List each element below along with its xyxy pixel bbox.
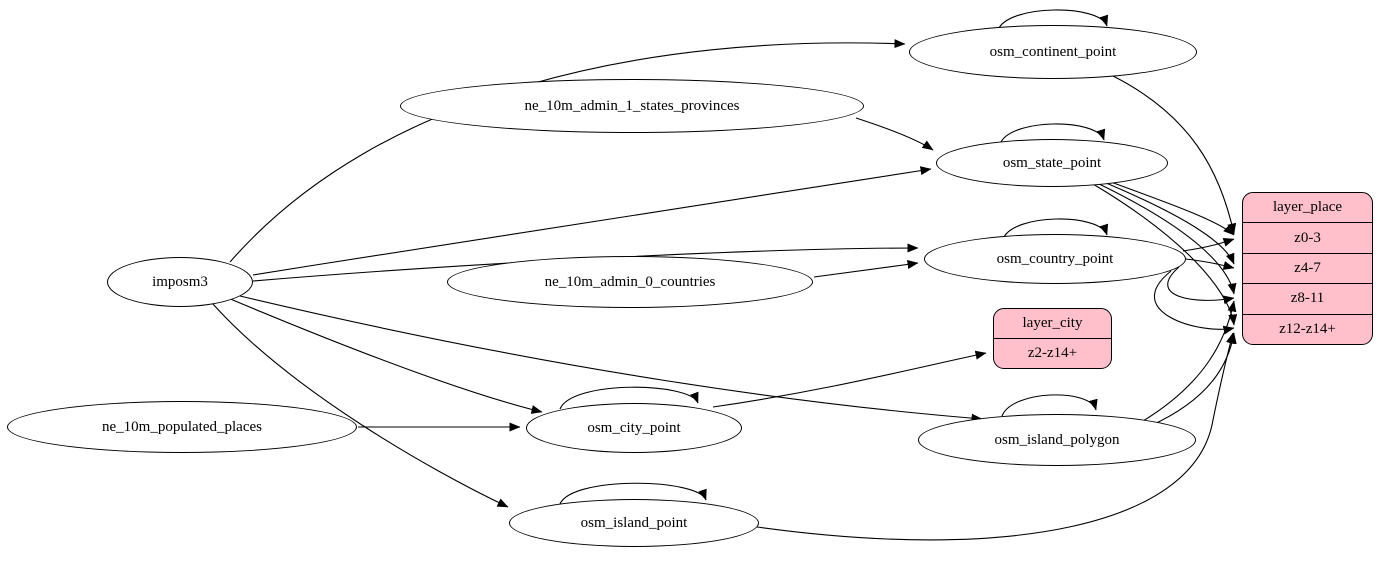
record-row-z0-3: z0-3 [1243,222,1372,252]
node-osm_country_point: osm_country_point [924,234,1186,284]
record-layer_city: layer_city z2-z14+ [993,308,1112,369]
edge-imposm3-osm_continent_point [229,39,906,263]
edge-imposm3-osm_state_point [252,166,932,276]
edge-osm_island_polygon-layer_place-z8-11 [1142,300,1237,422]
node-ne_10m_populated_places: ne_10m_populated_places [7,401,357,453]
edge-osm_state_point-layer_place-z0-3 [1096,176,1235,236]
record-title-layer_place: layer_place [1272,199,1343,216]
edge-ne_10m_admin_1_states_provinces-osm_state_point [855,117,934,151]
node-ne_10m_admin_0_countries: ne_10m_admin_0_countries [447,256,813,308]
record-row-z8-11: z8-11 [1243,283,1372,313]
edge-imposm3-osm_island_point [211,302,509,508]
node-label: osm_continent_point [989,43,1117,60]
edge-osm_city_point-layer_city-z2-z14 [712,350,987,408]
edge-ne_10m_admin_0_countries-osm_country_point [813,260,919,278]
record-title-layer_city: layer_city [1022,315,1083,331]
node-label: imposm3 [152,273,208,290]
node-label: ne_10m_populated_places [102,418,262,435]
node-label: osm_city_point [587,419,681,436]
node-osm_city_point: osm_city_point [526,403,742,453]
node-osm_island_polygon: osm_island_polygon [918,414,1196,466]
record-row-z12-z14: z12-z14+ [1243,313,1372,344]
edge-self-osm_continent_point [997,9,1109,31]
node-label: ne_10m_admin_1_states_provinces [524,97,740,114]
record-row-z4-7: z4-7 [1243,252,1372,283]
node-label: osm_state_point [1002,154,1102,171]
node-label: osm_island_point [580,514,688,531]
edge-imposm3-osm_city_point [227,297,543,414]
edge-self-osm_island_point [559,482,707,505]
edge-osm_country_point-layer_place-z0-3 [1182,238,1235,252]
edge-osm_state_point-layer_place-z12-z14 [1092,183,1238,326]
edge-self-osm_country_point [1002,218,1109,240]
node-label: osm_country_point [996,250,1114,267]
edge-osm_country_point-layer_place-z8-11 [1167,266,1235,305]
edge-osm_island_point-layer_place-z12-z14 [756,332,1235,541]
edge-osm_country_point-layer_place-z12-z14 [1153,270,1235,335]
edge-self-osm_city_point [559,386,699,410]
node-ne_10m_admin_1_states_provinces: ne_10m_admin_1_states_provinces [400,79,864,133]
node-label: ne_10m_admin_0_countries [544,273,716,290]
node-imposm3: imposm3 [107,257,253,307]
edge-osm_country_point-layer_place-z4-7 [1185,258,1235,270]
edge-osm_continent_point-layer_place-z0-3 [1112,75,1237,235]
record-layer_place: layer_place z0-3 z4-7 z8-11 z12-z14+ [1242,192,1373,345]
node-osm_continent_point: osm_continent_point [909,25,1197,79]
edge-self-osm_island_polygon [1001,394,1098,417]
edge-osm_state_point-layer_place-z8-11 [1094,181,1237,295]
edge-osm_state_point-layer_place-z4-7 [1098,179,1235,265]
edge-self-osm_state_point [999,123,1106,145]
edge-imposm3-osm_island_polygon [239,295,983,423]
node-osm_state_point: osm_state_point [936,139,1168,187]
node-label: osm_island_polygon [994,431,1120,448]
node-osm_island_point: osm_island_point [509,499,759,547]
record-row-z2-z14: z2-z14+ [994,338,1111,368]
